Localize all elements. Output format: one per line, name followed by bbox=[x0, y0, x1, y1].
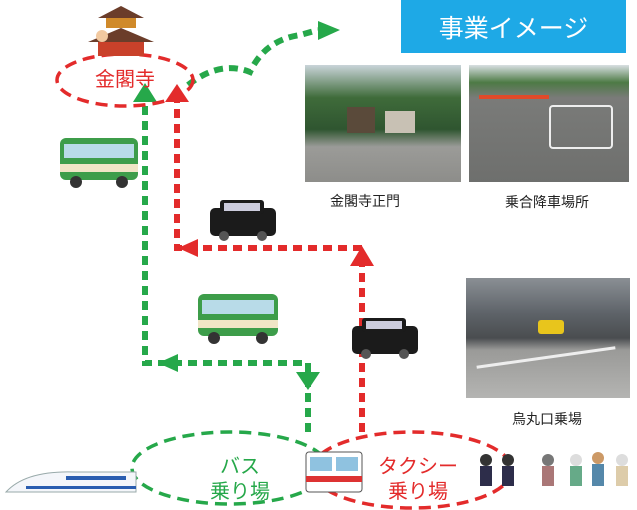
taxi-icon bbox=[352, 318, 418, 359]
bus-stop-line1: バス bbox=[220, 454, 260, 478]
page-title: 事業イメージ bbox=[401, 0, 626, 53]
photo-caption: 金閣寺正門 bbox=[330, 194, 400, 210]
taxi-stand-label: タクシー 乗り場 bbox=[358, 454, 478, 504]
photo-karasuma-stand bbox=[466, 278, 630, 398]
taxi-stand-line2: 乗り場 bbox=[388, 479, 448, 503]
bus-stop-label: バス 乗り場 bbox=[200, 454, 280, 504]
bus-stop-line2: 乗り場 bbox=[210, 479, 270, 503]
temple-icon bbox=[88, 6, 154, 56]
people-icon bbox=[480, 452, 628, 486]
bus-icon bbox=[60, 138, 138, 188]
taxi-stand-line1: タクシー bbox=[378, 454, 458, 478]
photo-dropoff-area bbox=[469, 65, 629, 182]
photo-caption: 乗合降車場所 bbox=[505, 195, 589, 211]
bus-route bbox=[142, 27, 319, 432]
photo-kinkakuji-gate bbox=[305, 65, 461, 182]
kinkakuji-label: 金閣寺 bbox=[95, 67, 155, 91]
taxi-icon bbox=[210, 200, 276, 241]
bus-arrowheads bbox=[133, 21, 340, 390]
photo-caption: 烏丸口乗場 bbox=[512, 412, 582, 428]
bus-icon bbox=[198, 294, 278, 344]
shinkansen-icon bbox=[4, 471, 137, 493]
train-icon bbox=[305, 451, 363, 493]
